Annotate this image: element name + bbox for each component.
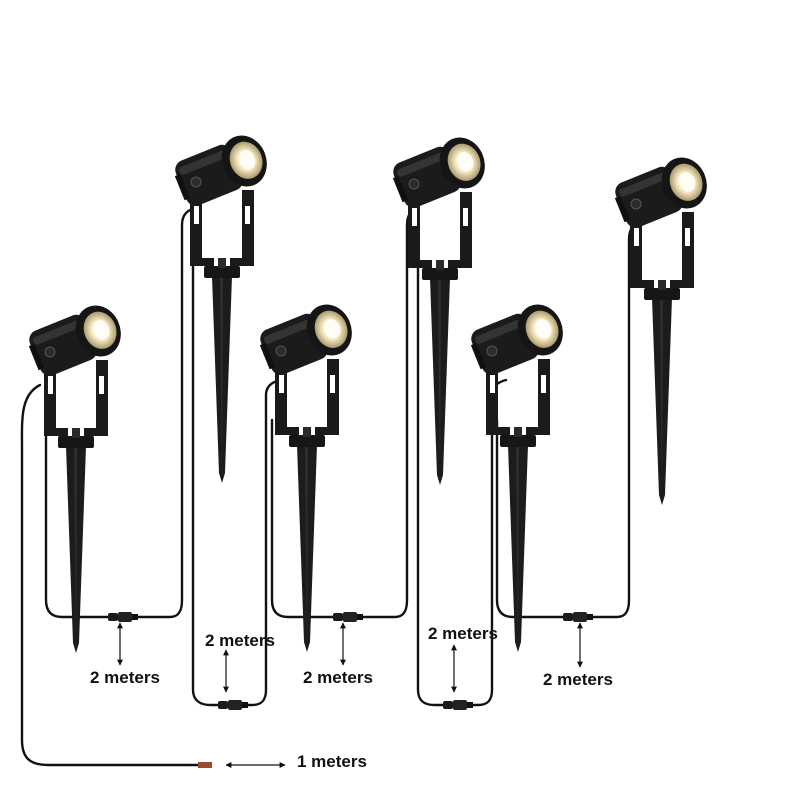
link-cable xyxy=(44,206,197,619)
span-label-3: 2 meters xyxy=(303,668,373,687)
cable-end xyxy=(198,762,212,768)
link-cable xyxy=(270,206,420,619)
spotlight-group xyxy=(23,128,715,654)
cable-connector xyxy=(333,612,363,622)
spotlight-6 xyxy=(609,150,715,506)
span-label-2: 2 meters xyxy=(205,631,275,650)
lead-label: 1 meters xyxy=(297,752,367,771)
connector-group xyxy=(108,612,593,710)
spotlight-5 xyxy=(465,297,571,653)
lead-cable xyxy=(20,383,202,767)
span-label-5: 2 meters xyxy=(543,670,613,689)
cable-connector xyxy=(108,612,138,622)
dimension-arrows xyxy=(117,622,583,768)
spotlight-3 xyxy=(254,297,360,653)
spotlight-4 xyxy=(387,130,493,486)
span-label-1: 2 meters xyxy=(90,668,160,687)
cable-paths xyxy=(20,206,642,768)
spotlight-2 xyxy=(169,128,275,484)
cable-connector xyxy=(563,612,593,622)
cable-connector xyxy=(443,700,473,710)
cable-connector xyxy=(218,700,248,710)
span-label-4: 2 meters xyxy=(428,624,498,643)
spotlight-1 xyxy=(23,298,129,654)
link-cable xyxy=(191,223,282,707)
